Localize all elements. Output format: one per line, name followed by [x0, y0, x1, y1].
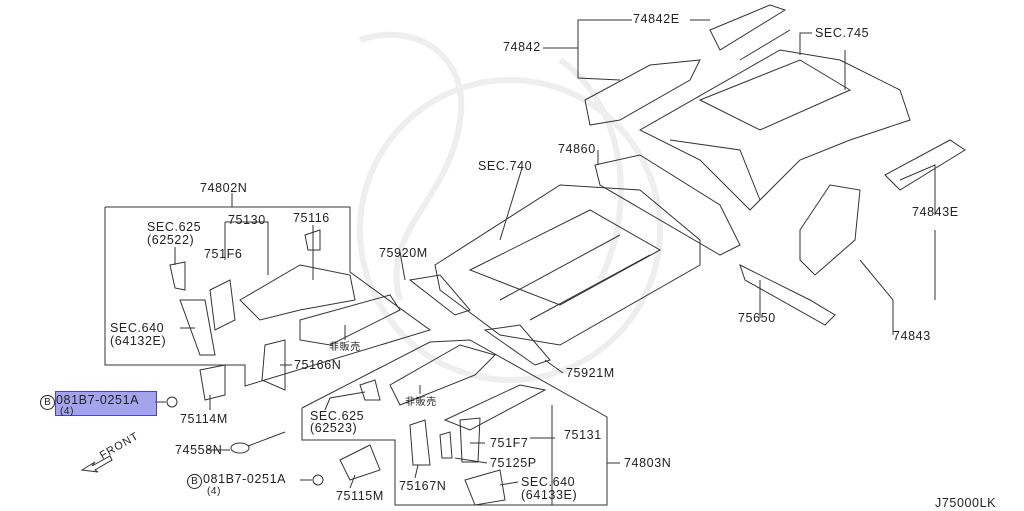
callout-75116[interactable]: 75116 — [293, 211, 330, 225]
callout-bolt-a[interactable]: 081B7-0251A — [56, 393, 140, 407]
callout-bolt-b-qty: (4) — [207, 486, 222, 497]
box-74803N — [301, 339, 608, 506]
callout-bolt-a-qty: (4) — [60, 406, 75, 417]
rear-floor-panel — [638, 29, 911, 211]
callout-sec-640-a-sub: (64132E) — [110, 334, 167, 348]
member-75650 — [739, 264, 836, 326]
callout-sec-625-a-sub: (62522) — [147, 233, 195, 247]
callout-75166N[interactable]: 75166N — [294, 358, 342, 372]
tow-hook-74558N — [230, 431, 286, 454]
callout-sec-640-b-sub: (64133E) — [521, 488, 578, 502]
bolt-symbol-icon: B — [187, 474, 202, 489]
callout-75650[interactable]: 75650 — [738, 311, 776, 325]
callout-sec-640-b[interactable]: SEC.640 — [521, 475, 576, 489]
callout-75131[interactable]: 75131 — [564, 428, 602, 442]
callout-751F6[interactable]: 751F6 — [204, 247, 243, 261]
rail-74843E — [884, 139, 966, 191]
bracket-75114M — [199, 364, 226, 401]
leader-lines — [155, 19, 936, 505]
callout-75920M[interactable]: 75920M — [379, 246, 428, 260]
callout-sec-740[interactable]: SEC.740 — [478, 159, 533, 173]
callout-sec-625-b[interactable]: SEC.625 — [310, 409, 365, 423]
callout-74860[interactable]: 74860 — [558, 142, 596, 156]
brackets-left — [169, 229, 321, 391]
bracket-75920M — [408, 274, 471, 316]
callout-75167N[interactable]: 75167N — [399, 479, 447, 493]
callout-74843[interactable]: 74843 — [893, 329, 931, 343]
callout-sec-640-a[interactable]: SEC.640 — [110, 321, 165, 335]
bracket-75921M — [483, 324, 551, 366]
front-floor-panel — [434, 184, 701, 346]
callout-74558N[interactable]: 74558N — [175, 443, 223, 457]
bolts — [166, 396, 324, 486]
bolt-symbol-icon: B — [40, 395, 55, 410]
callout-75921M[interactable]: 75921M — [566, 366, 615, 380]
callout-sec-745[interactable]: SEC.745 — [815, 26, 870, 40]
callout-74842[interactable]: 74842 — [503, 40, 541, 54]
side-member-75131 — [389, 344, 547, 431]
not-sold-label-a: 非販売 — [329, 342, 361, 353]
callout-sec-625-a[interactable]: SEC.625 — [147, 220, 202, 234]
bracket-75115M — [339, 444, 381, 481]
rail-74842 — [584, 59, 701, 126]
callout-75114M[interactable]: 75114M — [180, 412, 228, 426]
box-74802N — [104, 206, 432, 387]
side-member-75130 — [239, 264, 401, 346]
bracket-74843 — [799, 184, 861, 276]
diagram-code: J75000LK — [935, 496, 997, 510]
not-sold-label-b: 非販売 — [405, 397, 437, 408]
rear-rail-74842E — [709, 4, 787, 51]
callout-sec-625-b-sub: (62523) — [310, 421, 358, 435]
callout-75130[interactable]: 75130 — [228, 213, 266, 227]
highlighted-part-box[interactable] — [55, 391, 157, 416]
callout-75115M[interactable]: 75115M — [336, 489, 384, 503]
callout-bolt-b[interactable]: 081B7-0251A — [203, 472, 287, 486]
front-arrow-icon — [80, 455, 113, 473]
callout-74803N[interactable]: 74803N — [624, 456, 672, 470]
callout-74843E[interactable]: 74843E — [912, 205, 959, 219]
callout-74842E[interactable]: 74842E — [633, 12, 680, 26]
crossmember-74860 — [594, 154, 741, 256]
callout-75125P[interactable]: 75125P — [490, 456, 537, 470]
callout-74802N[interactable]: 74802N — [200, 181, 248, 195]
callout-751F7[interactable]: 751F7 — [490, 436, 529, 450]
